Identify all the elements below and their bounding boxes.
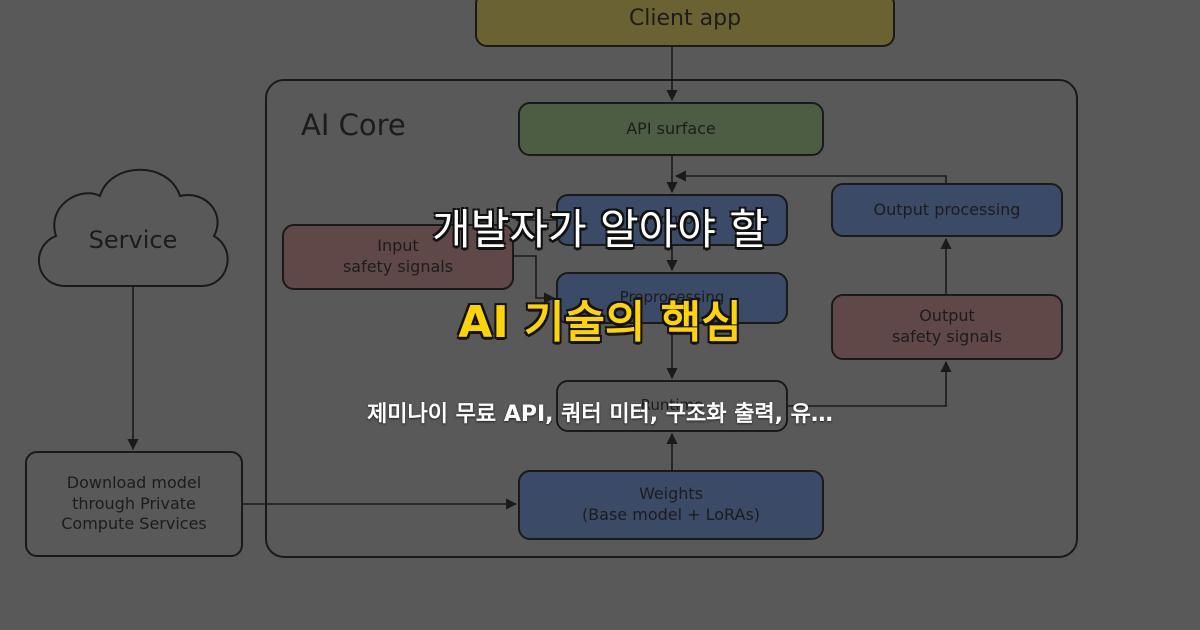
output-safety-label: Output safety signals [891,306,1003,346]
ai-core-label: AI Core [301,108,406,142]
subtitle-line: 제미나이 무료 API, 쿼터 미터, 구조화 출력, 유… [367,402,833,427]
output-processing-box: Output processing [831,183,1063,237]
client-app-box: Client app [475,0,895,47]
input-safety-label: Input safety signals [342,236,454,276]
output-safety-box: Output safety signals [831,294,1063,360]
service-label: Service [88,226,178,254]
arrow-output-processing-to-api [674,170,947,183]
arrow-input-safety-to-preprocessing [514,255,556,304]
preprocessing-label: Preprocessing [619,288,725,307]
output-processing-label: Output processing [873,199,1021,219]
runtime-label: Runtime [640,396,704,415]
client-app-label: Client app [628,6,742,32]
preprocessing-box: Preprocessing [556,272,788,324]
download-box: Download model through Private Compute S… [25,451,243,557]
service-cloud-icon [37,168,229,287]
api-surface-label: API surface [626,118,716,138]
input-safety-box: Input safety signals [282,224,514,290]
title-line-2-highlight: AI 기술의 핵심 [458,297,742,348]
weights-label: Weights (Base model + LoRAs) [581,484,761,524]
arrow-runtime-to-output-safety [788,360,952,407]
prompt-label: Prompt [645,210,699,229]
runtime-box: Runtime [556,380,788,432]
download-label: Download model through Private Compute S… [61,472,207,534]
prompt-box: Prompt [556,194,788,246]
api-surface-box: API surface [518,102,824,156]
weights-box: Weights (Base model + LoRAs) [518,470,824,540]
title-line-1: 개발자가 알아야 할 [432,205,768,254]
